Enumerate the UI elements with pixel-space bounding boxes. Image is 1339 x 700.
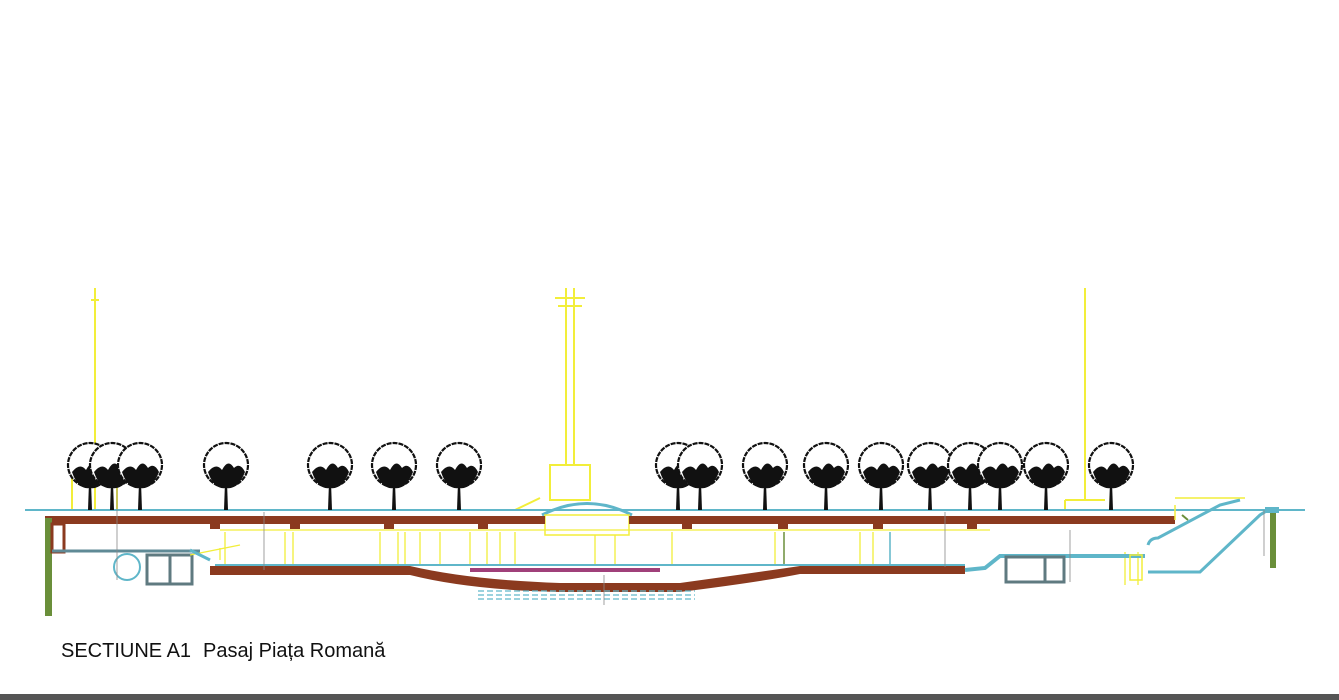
tree-icon bbox=[1087, 441, 1135, 510]
platform bbox=[470, 568, 660, 572]
interior-partitions bbox=[189, 532, 1139, 585]
track-lines bbox=[478, 590, 695, 600]
roof-slab bbox=[45, 516, 1175, 529]
dimension-lines bbox=[116, 475, 1265, 605]
tree-icon bbox=[306, 441, 354, 510]
left-chamber bbox=[50, 522, 66, 554]
tree-icon bbox=[435, 441, 483, 510]
right-chamber bbox=[1004, 555, 1066, 584]
tree-icon bbox=[976, 441, 1024, 510]
tree-icon bbox=[370, 441, 418, 510]
tree-icon bbox=[1022, 441, 1070, 510]
utility-pipe bbox=[113, 553, 141, 581]
skylight-opening bbox=[544, 514, 630, 536]
tree-icon bbox=[202, 441, 250, 510]
left-retaining-wall bbox=[45, 518, 52, 616]
tree-icon bbox=[857, 441, 905, 510]
tree-icon bbox=[116, 441, 164, 510]
drawing-title: Pasaj Piața Romană bbox=[203, 640, 386, 662]
floor-slab bbox=[210, 566, 965, 592]
skylight-dome bbox=[541, 502, 633, 517]
ramp-right bbox=[964, 554, 1145, 572]
tree-icon bbox=[741, 441, 789, 510]
tree-icon bbox=[906, 441, 954, 510]
tree-icon bbox=[676, 441, 724, 510]
section-id: SECTIUNE A1 bbox=[61, 640, 192, 662]
drawing-caption: SECTIUNE A1 Pasaj Piața Romană bbox=[61, 639, 397, 663]
bottom-border bbox=[0, 694, 1339, 700]
tree-icon bbox=[802, 441, 850, 510]
right-retaining-wall bbox=[1270, 510, 1276, 568]
lamp-post-center bbox=[514, 288, 591, 511]
lamp-post-right bbox=[1064, 288, 1105, 510]
tree-row bbox=[66, 441, 1135, 510]
